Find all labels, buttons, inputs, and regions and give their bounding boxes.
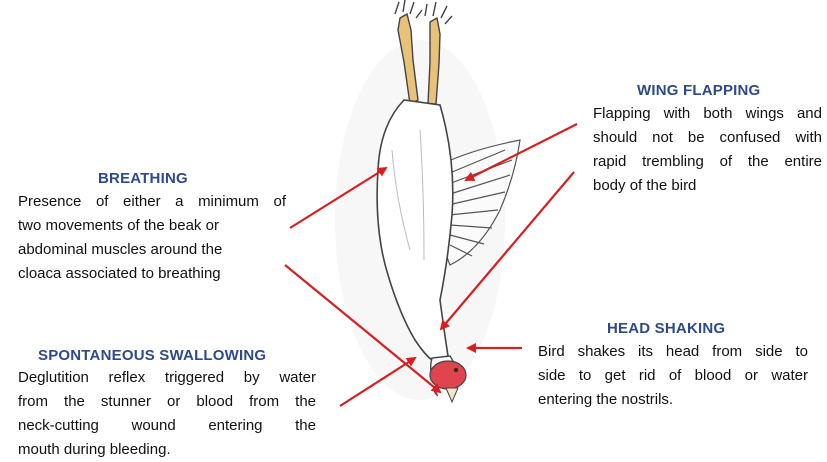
wing-flapping-line: should not be confused with — [593, 126, 822, 150]
spontaneous-swallowing-description: Deglutition reflex triggered by water fr… — [18, 366, 316, 462]
wing-flapping-line: Flapping with both wings and — [593, 102, 822, 126]
spontaneous-swallowing-title: SPONTANEOUS SWALLOWING — [38, 347, 266, 364]
swallowing-line: mouth during bleeding. — [18, 438, 316, 462]
breathing-line: two movements of the beak or — [18, 214, 286, 238]
swallowing-line: from the stunner or blood from the — [18, 390, 316, 414]
head-shaking-description: Bird shakes its head from side to side t… — [538, 340, 808, 412]
breathing-description: Presence of either a minimum of two move… — [18, 190, 286, 286]
head-shaking-line: Bird shakes its head from side to — [538, 340, 808, 364]
swallowing-line: neck-cutting wound entering the — [18, 414, 316, 438]
breathing-line: cloaca associated to breathing — [18, 262, 286, 286]
head-shaking-line: entering the nostrils. — [538, 388, 808, 412]
wing-flapping-line: body of the bird — [593, 174, 822, 198]
wing-flapping-title: WING FLAPPING — [637, 82, 760, 99]
head-shaking-title: HEAD SHAKING — [607, 320, 725, 337]
swallowing-line: Deglutition reflex triggered by water — [18, 366, 316, 390]
breathing-line: abdominal muscles around the — [18, 238, 286, 262]
wing-flapping-description: Flapping with both wings and should not … — [593, 102, 822, 198]
breathing-title: BREATHING — [98, 170, 188, 187]
head-shaking-line: side to get rid of blood or water — [538, 364, 808, 388]
wing-flapping-line: rapid trembling of the entire — [593, 150, 822, 174]
breathing-line: Presence of either a minimum of — [18, 190, 286, 214]
